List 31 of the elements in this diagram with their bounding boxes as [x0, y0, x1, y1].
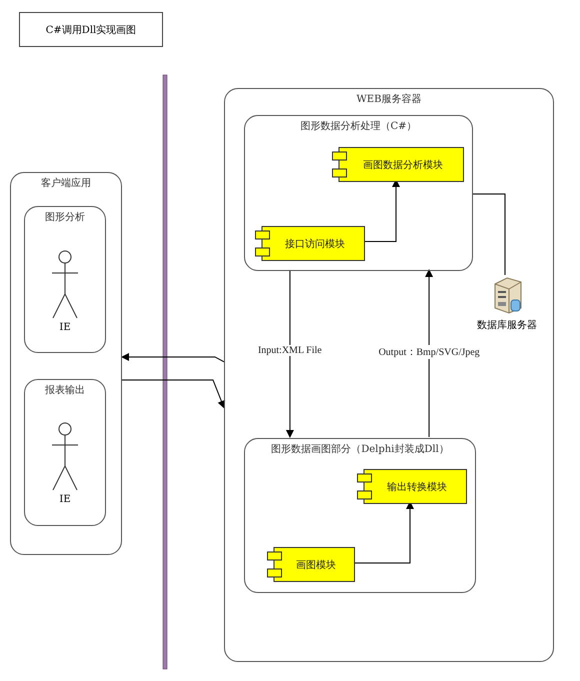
client-container	[10, 172, 122, 555]
component-label: 输出转换模块	[387, 480, 447, 494]
component-box	[255, 226, 365, 261]
connector-line	[472, 194, 506, 276]
edge-label: Input:XML File	[256, 345, 323, 356]
arrow	[121, 353, 224, 362]
server-label: 数据库服务器	[477, 320, 537, 331]
module-container	[24, 206, 106, 353]
component-label: 接口访问模块	[285, 238, 345, 250]
container-heading: 图形分析	[45, 210, 85, 224]
component-box	[267, 547, 355, 582]
container-heading: 报表输出	[45, 384, 85, 397]
server-container	[224, 88, 554, 662]
component-box	[332, 147, 464, 182]
container-heading: 图形数据分析处理（C#）	[300, 120, 417, 133]
module-container	[24, 379, 106, 526]
edge-label: Output：Bmp/SVG/Jpeg	[378, 345, 481, 359]
arrow	[425, 269, 434, 438]
container-heading: WEB服务容器	[356, 92, 422, 106]
package-container	[244, 438, 476, 593]
arrow	[286, 270, 294, 438]
arrow	[122, 379, 226, 409]
title-box: C#调用Dll实现画图	[19, 12, 163, 47]
actor-label: IE	[59, 494, 71, 505]
container-heading: 图形数据画图部分（Delphi封装成Dll）	[271, 442, 449, 456]
container-heading: 客户端应用	[41, 176, 91, 190]
package-container	[244, 115, 473, 271]
component-label: 画图模块	[296, 558, 336, 572]
component-box	[357, 469, 467, 504]
actor-label: IE	[59, 322, 71, 333]
component-label: 画图数据分析模块	[363, 158, 443, 172]
